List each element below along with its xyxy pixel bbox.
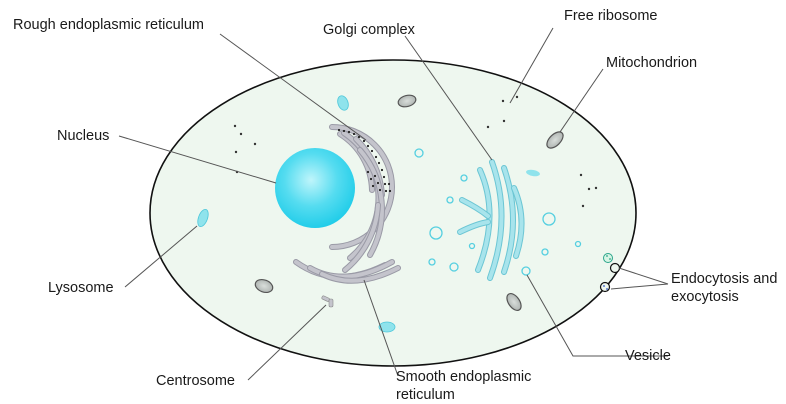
label-smooth-er-line2: reticulum <box>396 387 455 403</box>
label-endo-exo-line1: Endocytosis and <box>671 271 777 287</box>
label-lysosome: Lysosome <box>48 280 114 296</box>
label-vesicle: Vesicle <box>625 348 671 364</box>
label-golgi-complex: Golgi complex <box>323 22 416 38</box>
label-free-ribosome: Free ribosome <box>564 8 657 24</box>
label-endo-exo-line2: exocytosis <box>671 289 739 305</box>
label-mitochondrion: Mitochondrion <box>606 55 697 71</box>
label-nucleus: Nucleus <box>57 128 109 144</box>
label-smooth-er-line1: Smooth endoplasmic <box>396 369 531 385</box>
label-centrosome: Centrosome <box>156 373 235 389</box>
label-rough-er: Rough endoplasmic reticulum <box>13 17 204 33</box>
nucleus <box>275 148 355 228</box>
cell-membrane <box>150 60 636 366</box>
